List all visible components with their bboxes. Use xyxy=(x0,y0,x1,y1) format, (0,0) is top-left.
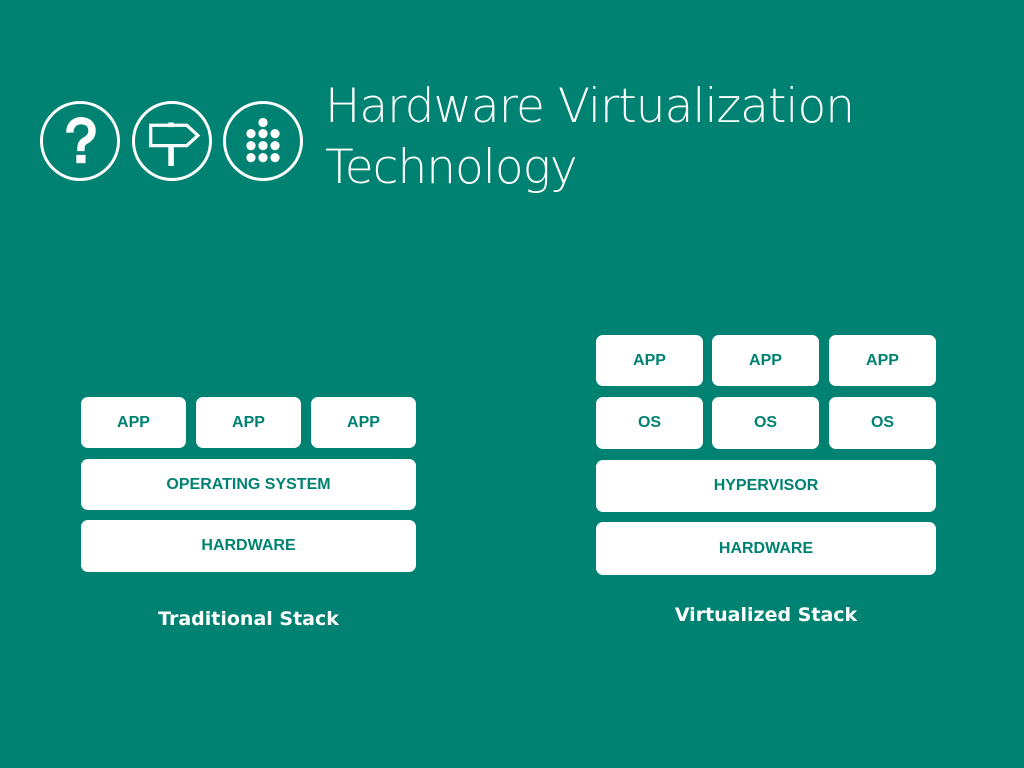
page-title: Hardware Virtualization Technology xyxy=(325,76,855,198)
virtualized-os-box-1: OS xyxy=(596,397,703,449)
title-line-2: Technology xyxy=(325,140,578,195)
virtualized-os-box-2: OS xyxy=(712,397,819,449)
virtualized-stack-caption: Virtualized Stack xyxy=(674,604,858,626)
traditional-app-box-2: APP xyxy=(196,397,301,448)
virtualized-app-box-1: APP xyxy=(596,335,703,386)
traditional-stack-caption: Traditional Stack xyxy=(158,608,339,630)
question-icon xyxy=(40,101,120,181)
virtualized-hypervisor-box: HYPERVISOR xyxy=(596,460,936,512)
title-line-1: Hardware Virtualization xyxy=(325,79,855,134)
signpost-icon xyxy=(132,101,212,181)
virtualized-os-box-3: OS xyxy=(829,397,936,449)
traditional-app-box-3: APP xyxy=(311,397,416,448)
traditional-os-box: OPERATING SYSTEM xyxy=(81,459,416,510)
dot-grid-icon xyxy=(223,101,303,181)
virtualized-app-box-2: APP xyxy=(712,335,819,386)
virtualized-hardware-box: HARDWARE xyxy=(596,522,936,575)
traditional-app-box-1: APP xyxy=(81,397,186,448)
virtualized-app-box-3: APP xyxy=(829,335,936,386)
traditional-hardware-box: HARDWARE xyxy=(81,520,416,572)
